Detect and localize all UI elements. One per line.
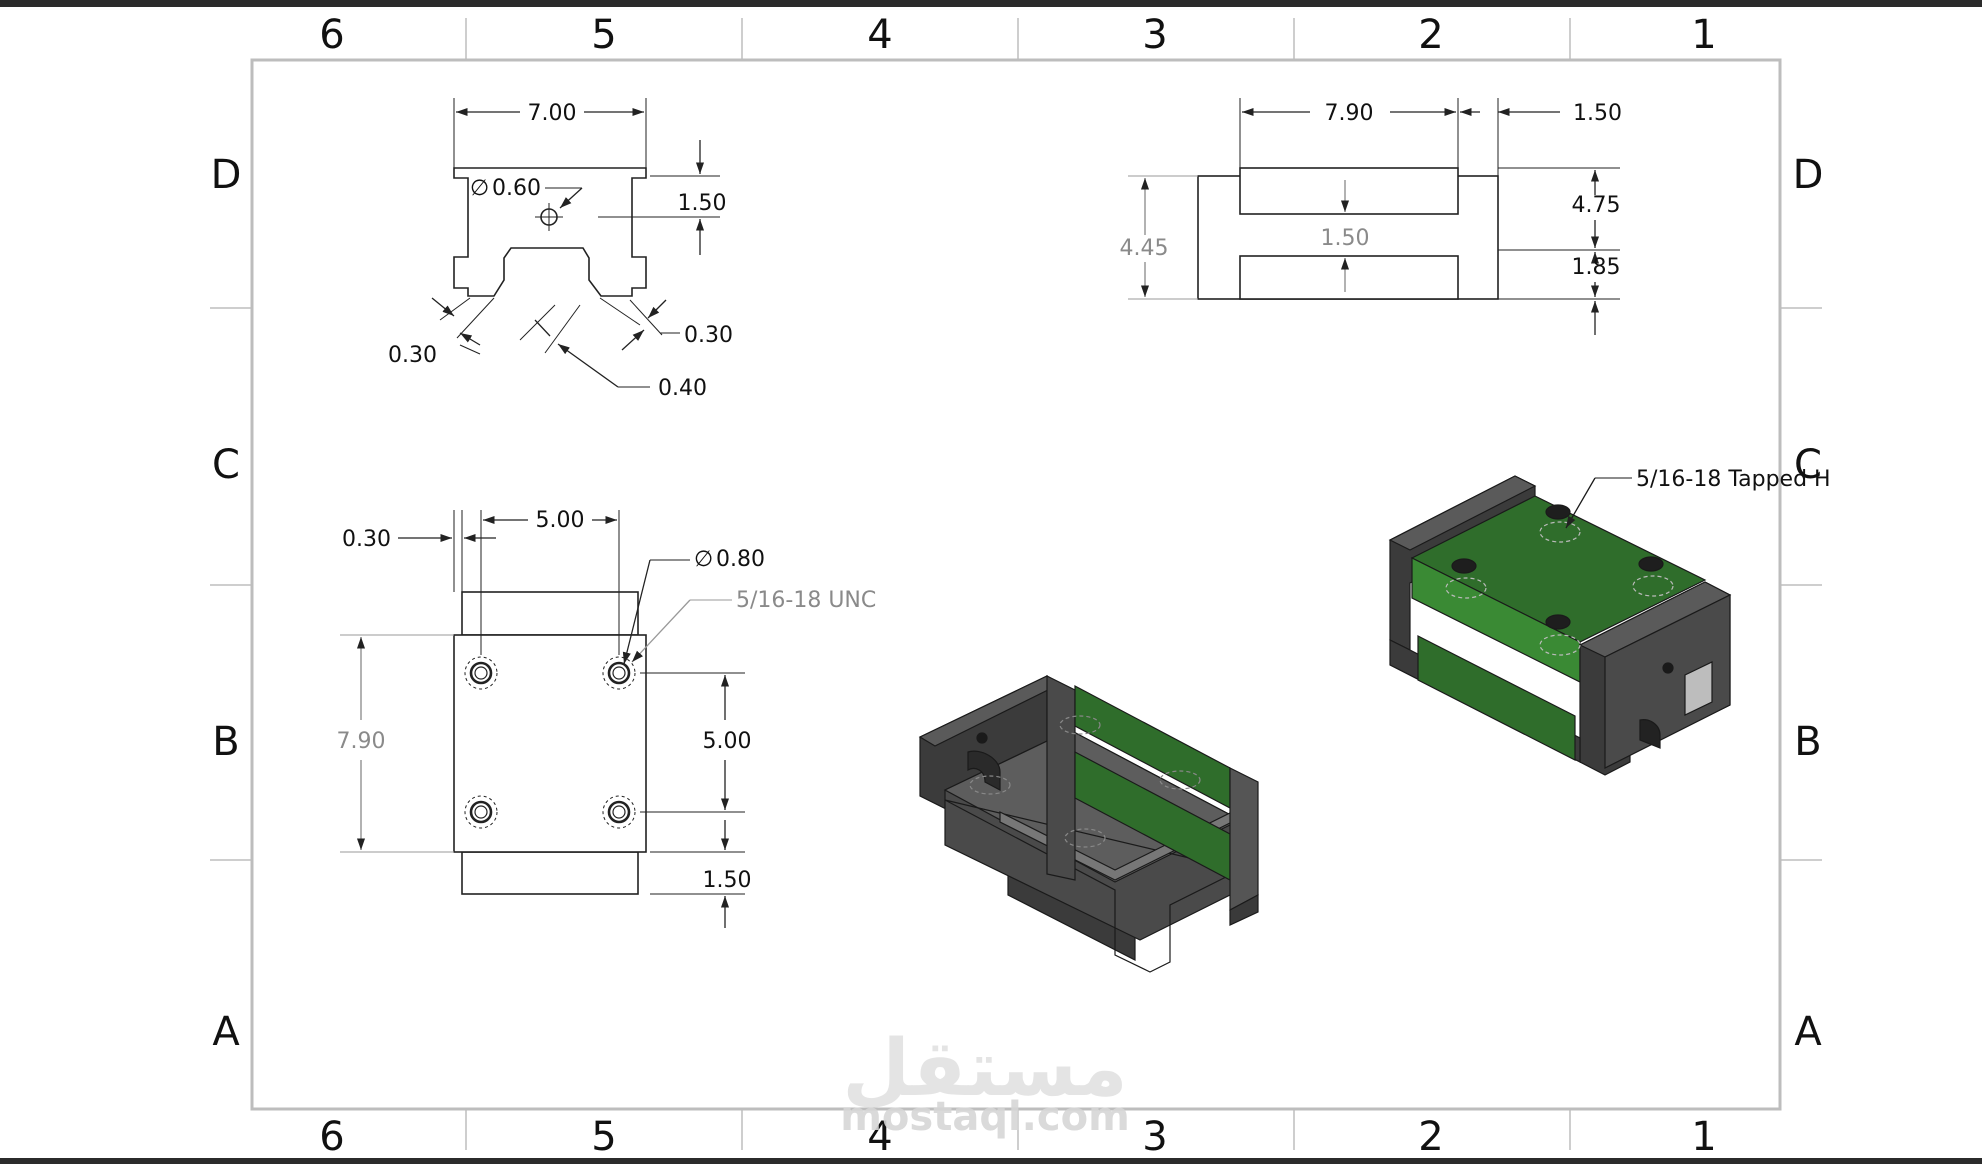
iso-top-pad-side [1417,635,1576,761]
front-hole-dia-label: 0.60 [492,176,541,201]
zone-col-6-bottom: 6 [319,1114,344,1160]
side-view-labels: 7.90 1.50 4.45 1.50 4.75 1.85 [1120,101,1622,280]
top-length-label: 7.90 [337,729,386,754]
zone-labels-top: 6 5 4 3 2 1 [319,12,1716,58]
top-hole-spacing-y-label: 5.00 [703,729,752,754]
zone-col-2-top: 2 [1418,12,1443,58]
zone-labels-bottom: 6 5 4 3 2 1 [319,1114,1716,1160]
top-hole-dia-label: 0.80 [716,547,765,572]
front-chamfer-right-label: 0.30 [684,323,733,348]
zone-col-1-bottom: 1 [1691,1114,1716,1160]
zone-labels-left: D C B A [211,152,242,1055]
watermark-latin: mostaql.com [840,1094,1130,1140]
zone-labels-right: D C B A [1793,152,1824,1055]
side-view [1128,98,1620,335]
front-view-outline [453,167,647,297]
front-chamfer-left-label: 0.30 [388,343,437,368]
side-lip-label: 1.50 [1573,101,1622,126]
watermark: مستقل mostaql.com [840,1024,1130,1140]
iso-view-bottom [918,675,1259,973]
zone-col-5-bottom: 5 [591,1114,616,1160]
zone-col-5-top: 5 [591,12,616,58]
top-hole-4 [602,795,636,829]
top-hole-3 [464,795,498,829]
front-view-labels: 7.00 ∅ 0.60 1.50 0.30 0.30 0.40 [388,101,733,401]
zone-row-d-right: D [1793,152,1824,198]
zone-col-3-top: 3 [1142,12,1167,58]
zone-col-4-top: 4 [867,12,892,58]
front-dia-symbol: ∅ [470,176,489,201]
zone-row-d-left: D [211,152,242,198]
top-view-labels: 0.30 5.00 ∅ 0.80 5/16-18 UNC 7.90 5.00 1… [337,508,877,893]
top-rail-upper [461,591,639,636]
top-rail-lower [461,851,639,895]
front-top-offset-label: 1.50 [678,191,727,216]
top-view [340,510,745,928]
top-end-offset-label: 1.50 [703,868,752,893]
zone-col-4-bottom: 4 [867,1114,892,1160]
top-thread-label: 5/16-18 UNC [736,588,876,613]
top-dia-symbol: ∅ [694,547,713,572]
side-slot-gap-label: 1.50 [1321,226,1370,251]
front-view [431,98,720,388]
zone-row-c-right: C [1794,442,1822,488]
side-lower-label: 1.85 [1572,255,1621,280]
front-width-label: 7.00 [528,101,577,126]
side-upper-pad [1239,167,1459,215]
zone-row-b-right: B [1794,719,1821,765]
side-upper-label: 4.75 [1572,193,1621,218]
top-edge-offset-label: 0.30 [342,527,391,552]
zone-col-2-bottom: 2 [1418,1114,1443,1160]
zone-row-b-left: B [212,719,239,765]
zone-col-6-top: 6 [319,12,344,58]
zone-row-a-right: A [1794,1009,1822,1055]
iso-note-label: 5/16-18 Tapped H [1636,467,1831,492]
iso-view-top [1388,475,1732,776]
watermark-arabic: مستقل [842,1024,1127,1114]
side-lower-pad [1239,255,1459,300]
zone-col-3-bottom: 3 [1142,1114,1167,1160]
front-groove-label: 0.40 [658,376,707,401]
zone-row-a-left: A [212,1009,240,1055]
top-hole-spacing-x-label: 5.00 [536,508,585,533]
top-hole-2 [602,656,636,690]
zone-row-c-left: C [212,442,240,488]
zone-col-1-top: 1 [1691,12,1716,58]
window-top-bar [0,0,1982,7]
side-height-label: 4.45 [1120,236,1169,261]
bottom-bar [0,1158,1982,1164]
top-hole-1 [464,656,498,690]
side-width-label: 7.90 [1325,101,1374,126]
zone-ticks [210,18,1822,1150]
